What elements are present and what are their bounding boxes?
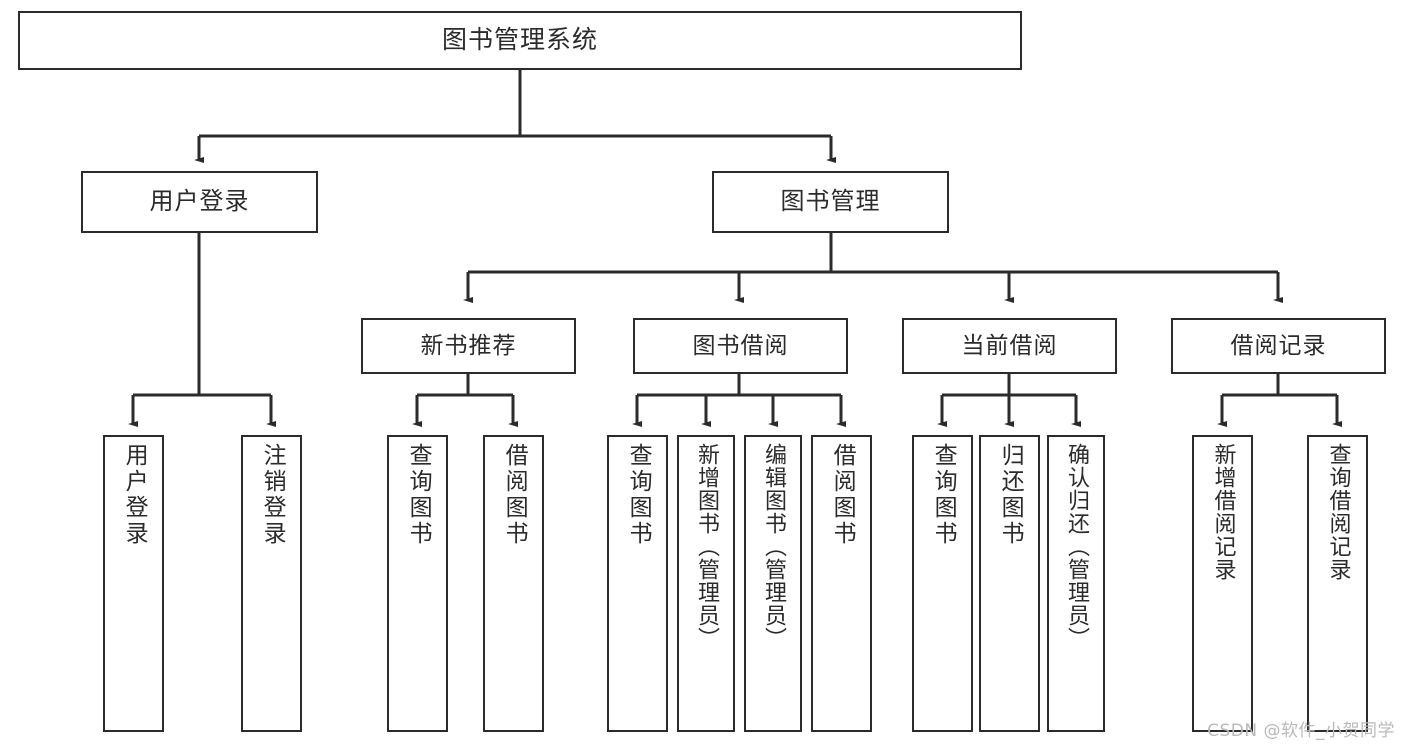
leaf-query-borrow-record[interactable]: 查询借阅记录 <box>1307 435 1368 732</box>
node-label: 借阅记录 <box>1230 332 1327 359</box>
node-label: 编辑图书（管理员） <box>760 443 786 650</box>
node-label: 查询图书 <box>405 443 432 547</box>
node-label: 归还图书 <box>997 443 1024 547</box>
node-label: 借阅图书 <box>501 443 528 547</box>
node-book-borrow[interactable]: 图书借阅 <box>633 318 848 374</box>
node-user-login[interactable]: 用户登录 <box>81 171 318 233</box>
node-label: 用户登录 <box>121 443 148 547</box>
leaf-confirm-return-admin[interactable]: 确认归还（管理员） <box>1047 435 1105 732</box>
node-label: 图书管理系统 <box>441 25 598 55</box>
leaf-query-book-borrow[interactable]: 查询图书 <box>607 435 668 732</box>
leaf-add-borrow-record[interactable]: 新增借阅记录 <box>1192 435 1253 732</box>
node-label: 注销登录 <box>259 443 286 547</box>
node-label: 查询图书 <box>625 443 652 547</box>
node-label: 图书借阅 <box>692 332 789 359</box>
node-label: 当前借阅 <box>961 332 1058 359</box>
leaf-borrow-book[interactable]: 借阅图书 <box>811 435 872 732</box>
leaf-borrow-book-newbook[interactable]: 借阅图书 <box>483 435 544 732</box>
leaf-return-book[interactable]: 归还图书 <box>979 435 1040 732</box>
leaf-logout[interactable]: 注销登录 <box>241 435 302 732</box>
node-book-management[interactable]: 图书管理 <box>712 171 949 233</box>
node-label: 确认归还（管理员） <box>1063 443 1089 650</box>
node-label: 新书推荐 <box>420 332 517 359</box>
node-label: 查询图书 <box>930 443 957 547</box>
leaf-query-book-current[interactable]: 查询图书 <box>912 435 973 732</box>
node-label: 新增图书（管理员） <box>693 443 719 650</box>
node-label: 用户登录 <box>149 187 250 216</box>
node-label: 新增借阅记录 <box>1210 443 1236 581</box>
node-label: 查询借阅记录 <box>1325 443 1351 581</box>
node-new-book-recommend[interactable]: 新书推荐 <box>361 318 576 374</box>
leaf-edit-book-admin[interactable]: 编辑图书（管理员） <box>744 435 802 732</box>
leaf-user-login[interactable]: 用户登录 <box>103 435 164 732</box>
node-current-borrow[interactable]: 当前借阅 <box>902 318 1117 374</box>
node-root-system[interactable]: 图书管理系统 <box>18 11 1022 70</box>
node-label: 图书管理 <box>780 187 881 216</box>
leaf-add-book-admin[interactable]: 新增图书（管理员） <box>677 435 735 732</box>
node-label: 借阅图书 <box>829 443 856 547</box>
csdn-watermark: CSDN @软件_小贺同学 <box>1207 721 1395 741</box>
node-borrow-record[interactable]: 借阅记录 <box>1171 318 1386 374</box>
leaf-query-book-newbook[interactable]: 查询图书 <box>387 435 448 732</box>
